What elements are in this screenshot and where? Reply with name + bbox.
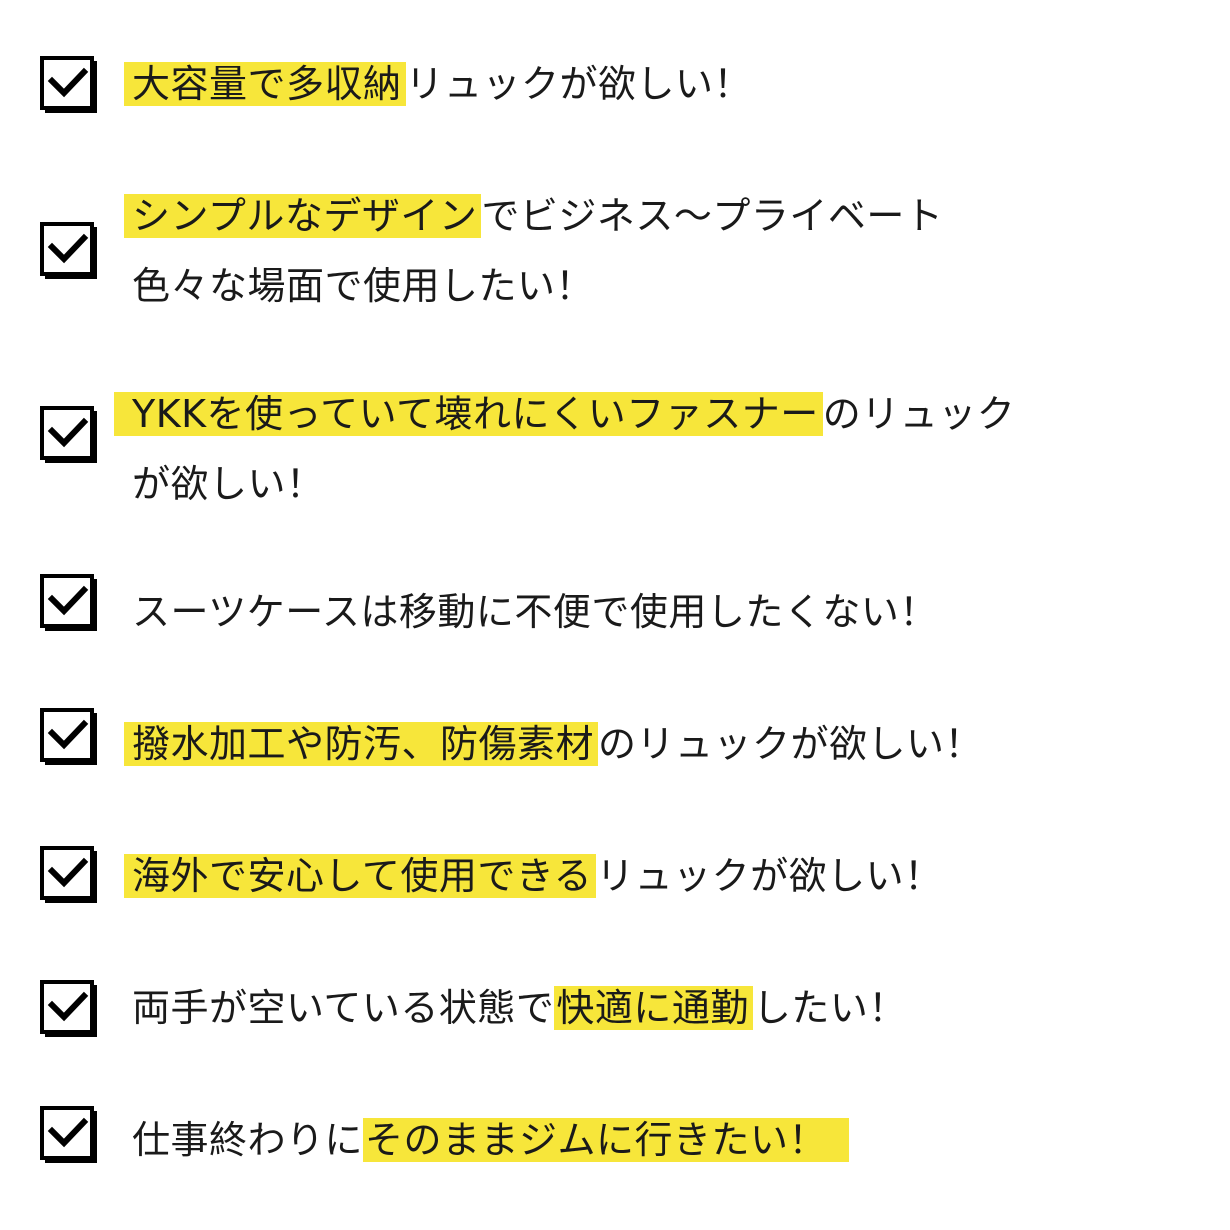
item-text-line: 撥水加工や防汚、防傷素材のリュックが欲しい！ <box>124 716 983 772</box>
checkbox-checked-icon <box>40 980 98 1038</box>
highlight-text: 快適に通勤 <box>554 986 753 1030</box>
item-text-line: YKKを使っていて壊れにくいファスナーのリュック <box>114 386 1015 442</box>
plain-text: リュックが欲しい！ <box>405 62 753 106</box>
plain-text: 色々な場面で使用したい！ <box>132 264 595 308</box>
checkbox-checked-icon <box>40 574 98 632</box>
item-text-line: シンプルなデザインでビジネス〜プライベート <box>124 188 943 244</box>
plain-text: 仕事終わりに <box>132 1118 364 1162</box>
plain-text: のリュックが欲しい！ <box>598 722 984 766</box>
item-text-line: 両手が空いている状態で快適に通勤したい！ <box>124 980 907 1036</box>
plain-text: 両手が空いている状態で <box>132 986 555 1030</box>
checkbox-checked-icon <box>40 222 98 280</box>
plain-text: リュックが欲しい！ <box>596 854 943 898</box>
highlight-text: 撥水加工や防汚、防傷素材 <box>124 722 599 766</box>
checkbox-checked-icon <box>40 1106 98 1164</box>
item-text-line: 色々な場面で使用したい！ <box>124 258 594 314</box>
item-text-line: 海外で安心して使用できるリュックが欲しい！ <box>124 848 943 904</box>
highlight-text: シンプルなデザイン <box>124 194 482 238</box>
checkbox-checked-icon <box>40 56 98 114</box>
item-text-line: 仕事終わりにそのままジムに行きたい！ <box>124 1112 850 1168</box>
checkbox-checked-icon <box>40 708 98 766</box>
item-text-line: 大容量で多収納リュックが欲しい！ <box>124 56 752 112</box>
checkbox-checked-icon <box>40 406 98 464</box>
highlight-text: そのままジムに行きたい！ <box>363 1118 850 1162</box>
item-text-line: スーツケースは移動に不便で使用したくない！ <box>124 584 938 640</box>
plain-text: のリュック <box>822 392 1016 436</box>
highlight-text: YKKを使っていて壊れにくいファスナー <box>114 392 823 436</box>
plain-text: でビジネス〜プライベート <box>481 194 944 238</box>
plain-text: が欲しい！ <box>132 462 325 506</box>
plain-text: したい！ <box>752 986 907 1030</box>
item-text-line: が欲しい！ <box>124 456 325 512</box>
checkbox-checked-icon <box>40 846 98 904</box>
plain-text: スーツケースは移動に不便で使用したくない！ <box>132 590 938 634</box>
highlight-text: 大容量で多収納 <box>124 62 406 106</box>
highlight-text: 海外で安心して使用できる <box>124 854 597 898</box>
